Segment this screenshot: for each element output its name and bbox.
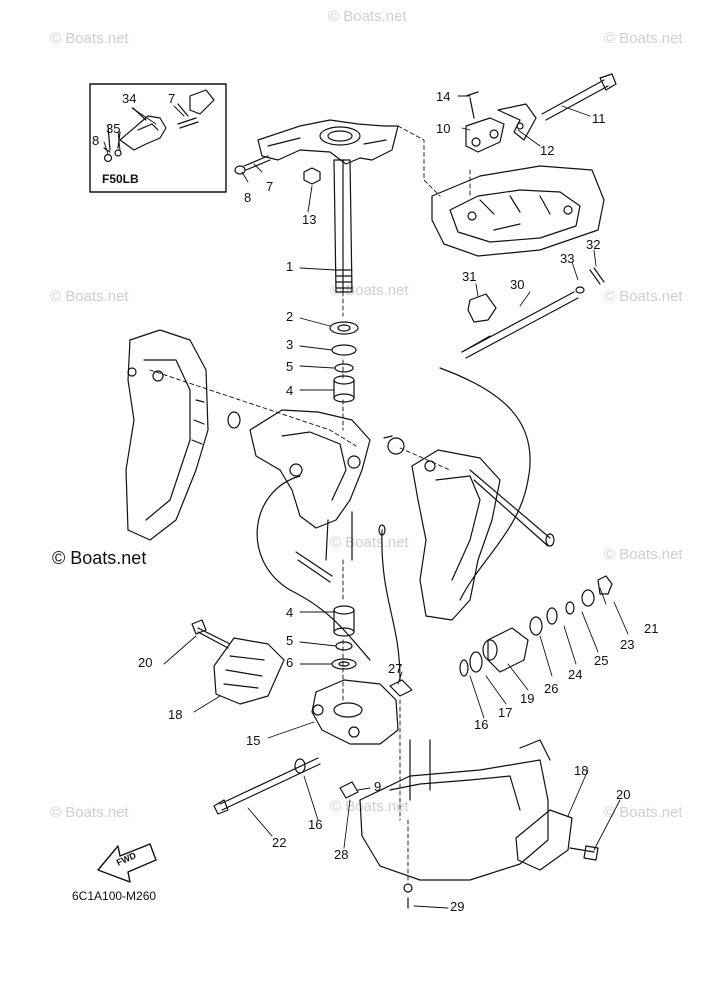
nut-13 [303,167,321,185]
swivel-bracket [249,409,371,561]
drawing-code: 6C1A100-M260 [72,889,157,903]
callout-18: 18 [168,707,183,722]
lower-bushings [331,605,357,670]
long-bolt [541,73,617,121]
cable-30 [439,291,579,601]
mount-cover-right [515,809,573,871]
rubber-mount-set [459,575,613,677]
callout-33: 33 [560,251,575,266]
grommet-27 [389,679,413,697]
mount-bracket [465,91,537,153]
clip-9 [339,781,359,799]
callout-3: 3 [286,337,294,352]
callout-8: 8 [92,133,100,148]
callout-21: 21 [644,621,659,636]
callout-2: 2 [286,309,294,324]
callout-24: 24 [568,667,583,682]
callout-13: 13 [302,212,317,227]
callout-7: 7 [168,91,176,106]
callout-10: 10 [436,121,451,136]
callout-19: 19 [520,691,535,706]
stopper-bolt [234,155,271,175]
callout-20: 20 [138,655,153,670]
fwd-arrow-icon [97,843,157,883]
callout-12: 12 [540,143,555,158]
callout-32: 32 [586,237,601,252]
bolt-20-right [569,845,599,861]
clamp-bracket-right [411,449,555,621]
callout-7: 7 [266,179,274,194]
clamp-bracket-left [125,329,209,541]
callout-30: 30 [510,277,525,292]
inset-label: F50LB [102,172,139,186]
callout-20: 20 [616,787,631,802]
callout-16: 16 [474,717,489,732]
callout-31: 31 [462,269,477,284]
long-bolt-22 [213,757,321,815]
clip-31 [467,293,497,323]
lower-mount-housing [311,679,399,745]
callout-11: 11 [592,111,606,126]
callout-17: 17 [498,705,513,720]
callout-28: 28 [334,847,349,862]
callout-26: 26 [544,681,559,696]
callout-25: 25 [594,653,609,668]
callout-6: 6 [286,655,294,670]
callout-14: 14 [436,89,451,104]
lower-casing [359,739,551,909]
callout-1: 1 [286,259,294,274]
callout-27: 27 [388,661,403,676]
screw-32 [575,267,605,294]
leader-lines [103,95,629,909]
wire-harness [256,475,401,681]
steering-shaft [333,159,353,293]
callout-16: 16 [308,817,323,832]
callout-5: 5 [286,359,294,374]
pivot-bushings [227,411,405,455]
callout-5: 5 [286,633,294,648]
steering-arm [257,119,399,165]
callout-15: 15 [246,733,261,748]
callout-23: 23 [620,637,635,652]
callout-22: 22 [272,835,287,850]
callout-8: 8 [244,190,252,205]
callout-34: 34 [122,91,137,106]
mount-cover-left [213,637,285,705]
callout-35: 35 [106,121,121,136]
callout-4: 4 [286,605,294,620]
watermark-primary: © Boats.net [52,548,147,568]
guide-lines [149,125,471,881]
upper-mount [431,165,605,257]
bolt-20-left [191,619,231,649]
callout-18: 18 [574,763,589,778]
callout-4: 4 [286,383,294,398]
callout-9: 9 [374,779,382,794]
callout-29: 29 [450,899,465,914]
